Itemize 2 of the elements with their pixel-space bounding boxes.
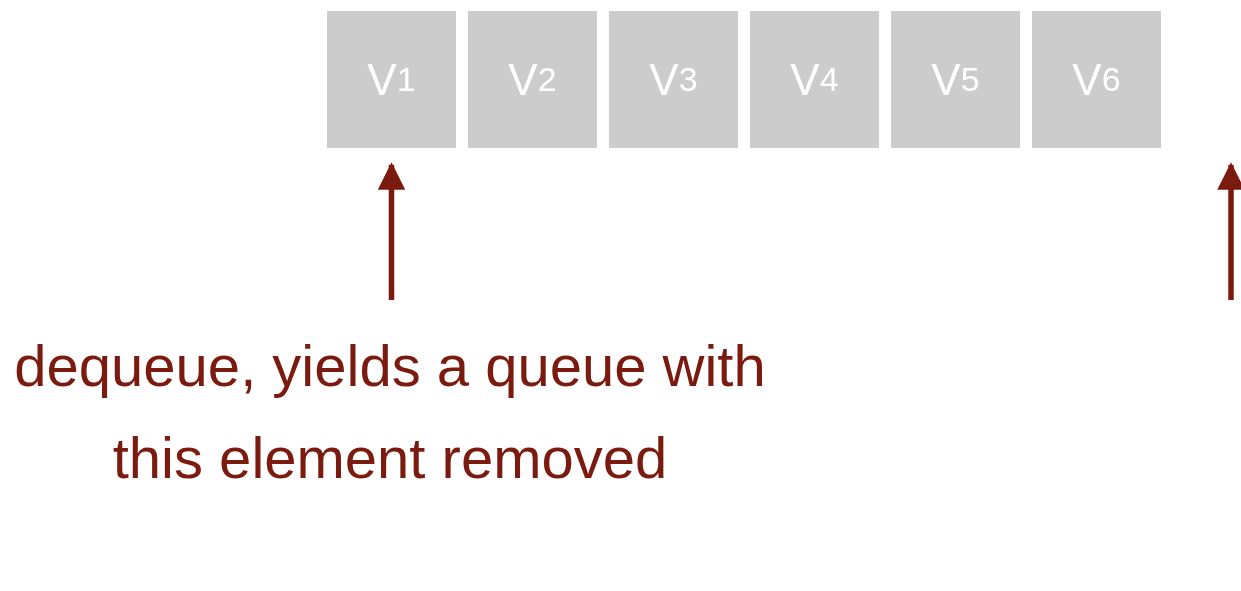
annotation-text: dequeue, yields a queue with this element removed	[5, 320, 775, 590]
arrow	[377, 162, 406, 300]
